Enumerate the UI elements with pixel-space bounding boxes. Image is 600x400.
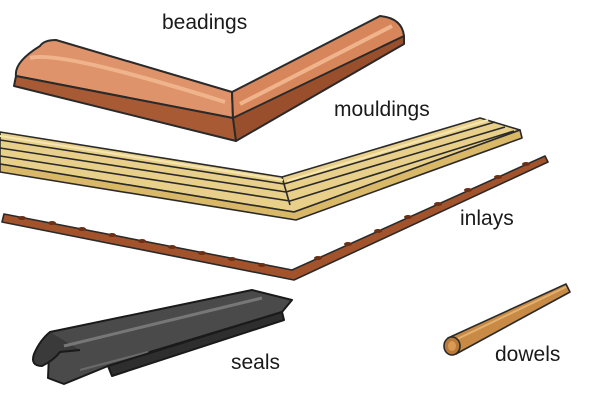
seals-label: seals [231, 351, 281, 374]
inlays-label: inlays [460, 207, 514, 230]
dowels-label: dowels [495, 343, 561, 366]
seal-illustration [32, 289, 293, 385]
beading-illustration [13, 15, 405, 142]
beadings-label: beadings [162, 11, 248, 34]
moulding-illustration [0, 117, 523, 221]
inlay-illustration [1, 155, 549, 281]
mouldings-label: mouldings [334, 98, 430, 121]
inlay-holes [18, 162, 530, 267]
dowel-illustration [443, 283, 571, 356]
